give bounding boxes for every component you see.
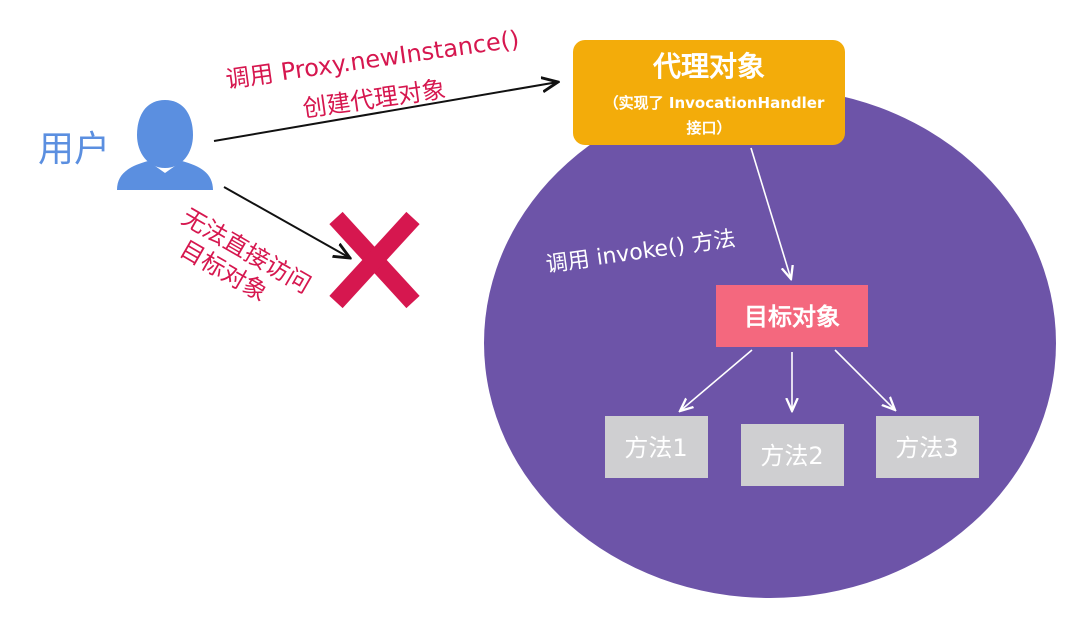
proxy-object-subtitle-line2: 接口） — [686, 119, 731, 137]
method-box-3 — [876, 416, 979, 478]
cross-icon — [329, 211, 420, 309]
method-label-3: 方法3 — [895, 434, 958, 462]
proxy-object-subtitle-line1: （实现了 InvocationHandler — [604, 94, 825, 112]
proxy-object-title: 代理对象 — [652, 50, 765, 83]
method-label-1: 方法1 — [624, 434, 687, 462]
create-proxy-arrow — [213, 82, 558, 142]
proxy-object-box — [573, 40, 845, 145]
method-box-2 — [741, 424, 844, 486]
blocked-access-arrow — [223, 186, 350, 258]
method-box-1 — [605, 416, 708, 478]
create-call-label-line2: 创建代理对象 — [301, 75, 447, 123]
user-icon — [117, 100, 213, 190]
target-object-label: 目标对象 — [744, 303, 840, 331]
method-arrow-1 — [680, 349, 753, 411]
method-arrow-3 — [834, 349, 895, 410]
method-label-2: 方法2 — [760, 442, 823, 470]
invoke-arrow — [750, 147, 791, 279]
create-call-label-line1: 调用 Proxy.newInstance() — [224, 25, 521, 94]
target-object-box — [716, 285, 868, 347]
user-label: 用户 — [38, 129, 110, 170]
